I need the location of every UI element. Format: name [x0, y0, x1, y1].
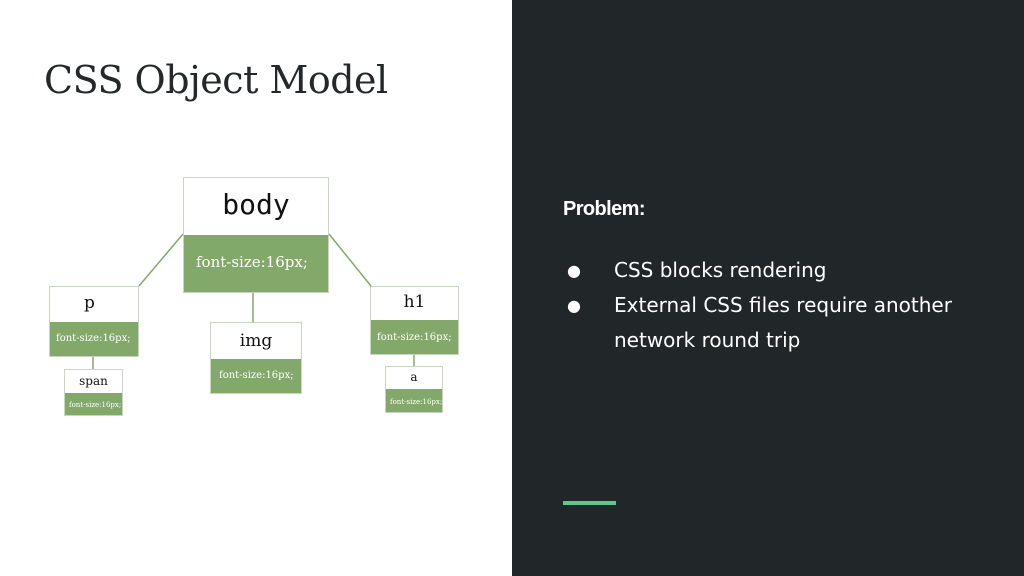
bullet-item: ● External CSS files require another net…: [567, 288, 987, 358]
node-label: a: [386, 367, 442, 387]
node-style-prop: font-size:16px;: [50, 322, 138, 356]
node-style-prop: font-size:16px;: [211, 359, 301, 393]
bullet-text: CSS blocks rendering: [614, 258, 827, 282]
node-label: img: [211, 323, 301, 358]
edge-body-h1: [328, 233, 372, 287]
node-style-prop: font-size:16px;: [65, 393, 122, 415]
tree-node-p: p font-size:16px;: [49, 286, 139, 357]
tree-node-span: span font-size:16px;: [64, 369, 123, 416]
edge-body-p: [138, 233, 184, 287]
node-label: p: [50, 287, 138, 320]
node-style-prop: font-size:16px;: [386, 389, 442, 412]
problem-heading: Problem:: [563, 198, 645, 220]
accent-bar: [563, 501, 616, 505]
node-label: body: [184, 178, 328, 235]
problem-bullet-list: ● CSS blocks rendering ● External CSS fi…: [567, 253, 987, 358]
bullet-text: External CSS files require another netwo…: [614, 293, 952, 352]
left-panel: CSS Object Model body font-size:16px; p …: [44, 58, 459, 416]
tree-connectors: [92, 233, 415, 369]
node-label: h1: [371, 287, 458, 318]
tree-node-img: img font-size:16px;: [210, 322, 302, 394]
bullet-dot-icon: ●: [567, 296, 581, 315]
tree-node-body: body font-size:16px;: [183, 177, 329, 293]
tree-node-h1: h1 font-size:16px;: [370, 286, 459, 355]
bullet-item: ● CSS blocks rendering: [567, 253, 987, 288]
tree-node-a: a font-size:16px;: [385, 366, 443, 413]
right-panel: [512, 0, 1024, 576]
bullet-dot-icon: ●: [567, 261, 581, 280]
node-style-prop: font-size:16px;: [184, 235, 328, 292]
node-label: span: [65, 370, 122, 391]
slide-title: CSS Object Model: [44, 58, 388, 102]
node-style-prop: font-size:16px;: [371, 320, 458, 354]
